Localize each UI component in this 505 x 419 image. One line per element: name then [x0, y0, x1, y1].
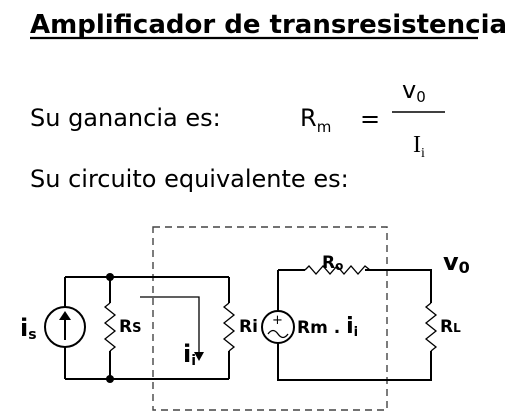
output-wires — [277, 269, 432, 381]
gain-denominator: Ii — [413, 132, 425, 161]
current-source-is — [44, 306, 86, 348]
gain-lhs: Rm — [300, 104, 331, 136]
node-top — [106, 273, 114, 281]
node-bottom — [106, 375, 114, 383]
input-wires — [65, 276, 229, 380]
current-source-circle — [44, 306, 86, 348]
current-ii-arrow — [140, 296, 200, 353]
label-ro: Ro — [322, 253, 343, 273]
ac-wave-icon — [267, 329, 289, 339]
label-ri: Ri — [239, 317, 258, 337]
plus-sign: + — [272, 313, 283, 328]
title-text: Amplificador de transresistencia — [30, 10, 505, 40]
label-is: is — [20, 314, 37, 343]
voltage-source-circle — [261, 310, 295, 344]
resistor-ro — [304, 265, 371, 275]
label-vo: v0 — [443, 248, 470, 277]
dependent-voltage-source: + — [261, 310, 295, 344]
gain-numerator: v0 — [402, 76, 426, 106]
equivalent-circuit: is RS ii Ri + Rm . ii Ro v0 RL — [20, 226, 470, 411]
label-ii: ii — [183, 340, 196, 369]
gain-formula: Rm = v0 Ii — [300, 76, 445, 161]
up-arrow-icon — [59, 311, 71, 320]
label-rl: RL — [440, 317, 461, 337]
resistor-rl — [424, 302, 438, 352]
resistor-rs — [103, 302, 117, 352]
gain-label: Su ganancia es: — [30, 104, 221, 132]
amplifier-box — [152, 226, 388, 411]
slide-title: Amplificador de transresistencia — [30, 10, 505, 40]
gain-equals: = — [360, 105, 380, 133]
circuit-label: Su circuito equivalente es: — [30, 165, 349, 193]
label-rs: RS — [119, 317, 141, 337]
down-arrow-icon — [194, 352, 204, 361]
label-dep-source: Rm . ii — [297, 314, 358, 340]
resistor-ri — [222, 302, 236, 352]
